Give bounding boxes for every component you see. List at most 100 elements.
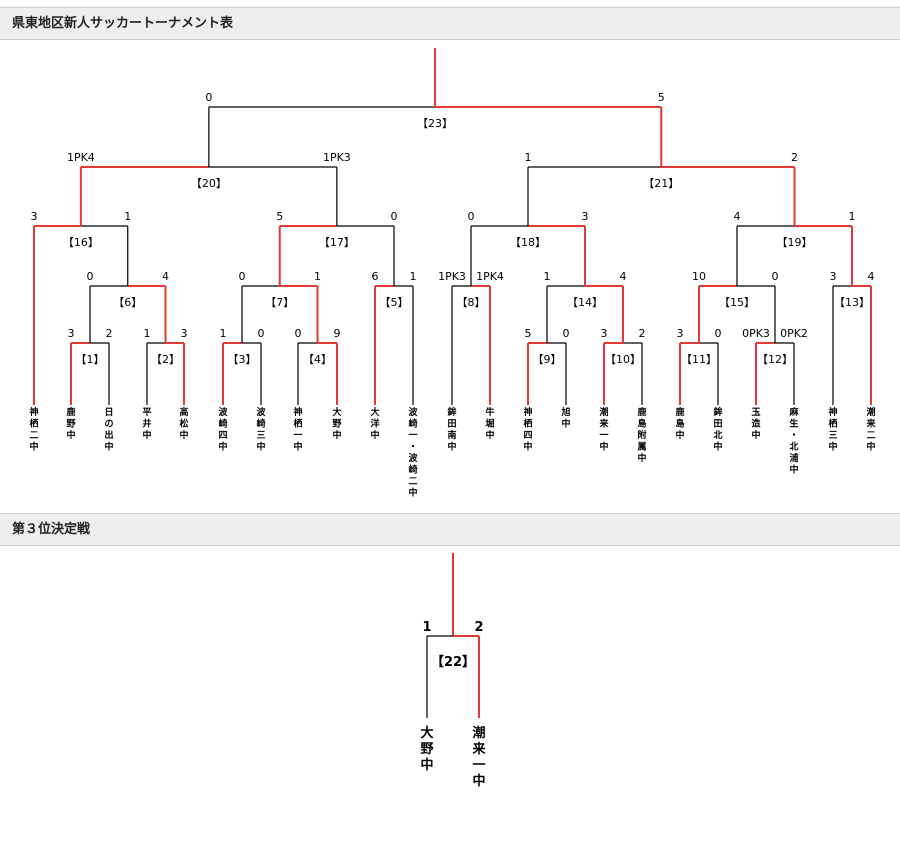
m13-left-score: 3 [830,270,837,283]
team-name-5-char: 四 [218,430,227,441]
m2-left-score: 1 [144,327,151,340]
m2-right-score: 3 [181,327,188,340]
team-name-7-char: 神 [293,406,302,418]
m9-left-score: 5 [525,327,532,340]
third-right-team-char: 一 [472,758,485,773]
team-name-9: 大洋中 [370,406,379,441]
team-name-18-char: 中 [713,441,722,453]
team-name-4-char: 松 [179,418,188,430]
m17-left-score: 5 [276,210,283,223]
m3-right-score: 0 [258,327,265,340]
m23-left-score: 0 [205,91,212,104]
third-label: 【22】 [431,654,475,670]
m20-left-score: 1PK4 [67,151,95,164]
team-name-6-char: 中 [256,441,265,453]
team-name-10-char: 波 [408,452,418,464]
team-name-12-char: 牛 [485,406,494,418]
team-name-7-char: 一 [293,431,302,441]
team-name-17-char: 島 [675,418,684,430]
team-name-22-char: 来 [865,418,876,430]
m10-label: 【10】 [605,353,641,366]
team-name-1-char: 鹿 [65,406,75,418]
m3-left-score: 1 [220,327,227,340]
m7-label: 【7】 [265,296,294,309]
m18-label: 【18】 [510,236,546,249]
m21-right-score: 2 [791,151,798,164]
m16-left-score: 3 [31,210,38,223]
team-name-10-char: 二 [408,477,417,487]
third-right-team-char: 来 [471,741,486,757]
m9-label: 【9】 [533,353,562,366]
team-name-3-char: 中 [142,429,151,441]
team-name-20-char: 生 [789,418,798,430]
team-name-15-char: 来 [598,418,609,430]
team-name-11-char: 田 [447,419,456,430]
m19-label: 【19】 [777,236,813,249]
m13-right-score: 4 [868,270,875,283]
m10-right-score: 2 [639,327,646,340]
team-name-21-char: 三 [828,430,837,441]
team-name-0-char: 栖 [29,418,38,430]
team-name-18-char: 田 [713,419,722,430]
team-name-6-char: 波 [256,406,266,418]
team-name-7-char: 中 [293,441,302,453]
third-left-team-char: 野 [420,742,433,757]
third-left-team-char: 大 [420,725,433,741]
team-name-13-char: 四 [523,430,532,441]
team-name-10-char: 崎 [408,418,417,430]
m8-left-score: 1PK3 [438,270,466,283]
team-name-16-char: 属 [636,441,646,453]
team-name-4-char: 高 [179,406,188,418]
team-name-3-char: 井 [142,418,151,430]
team-name-17-char: 中 [675,429,684,441]
team-name-20-char: 中 [789,464,798,476]
team-name-8-char: 野 [332,419,341,430]
team-name-19-char: 玉 [751,407,760,418]
m14-left-score: 1 [544,270,551,283]
team-name-22-char: 中 [866,441,875,453]
m8-right-score: 1PK4 [476,270,504,283]
m20-label: 【20】 [191,177,227,190]
m15-label: 【15】 [719,296,755,309]
m14-label: 【14】 [567,296,603,309]
team-name-21-char: 神 [828,406,837,418]
team-name-8-char: 大 [332,406,341,418]
team-name-14-char: 旭 [560,406,570,418]
team-name-9-char: 中 [370,429,379,441]
m5-label: 【5】 [380,296,409,309]
m1-right-score: 2 [106,327,113,340]
m6-right-score: 4 [162,270,169,283]
team-name-22-char: 潮 [866,406,875,418]
team-name-9-char: 大 [370,406,379,418]
m1-left-score: 3 [68,327,75,340]
team-name-20: 麻生・北浦中 [788,406,799,476]
m16-label: 【16】 [63,236,99,249]
m17-label: 【17】 [319,236,355,249]
m6-left-score: 0 [87,270,94,283]
m18-right-score: 3 [582,210,589,223]
m16-right-score: 1 [124,210,131,223]
team-name-6-char: 崎 [256,418,265,430]
team-name-15-char: 一 [599,431,608,441]
team-name-13-char: 中 [523,441,532,453]
third-left-team: 大野中 [420,725,433,773]
team-name-12: 牛堀中 [485,406,494,441]
third-right-team-char: 中 [472,773,485,789]
team-name-17-char: 鹿 [674,406,684,418]
team-name-1-char: 野 [66,419,75,430]
m21-left-score: 1 [525,151,532,164]
team-name-10-char: 崎 [408,464,417,476]
team-name-2-char: 日 [104,407,113,418]
team-name-14: 旭中 [560,406,570,430]
team-name-7-char: 栖 [293,418,302,430]
team-name-0-char: 二 [29,431,38,441]
